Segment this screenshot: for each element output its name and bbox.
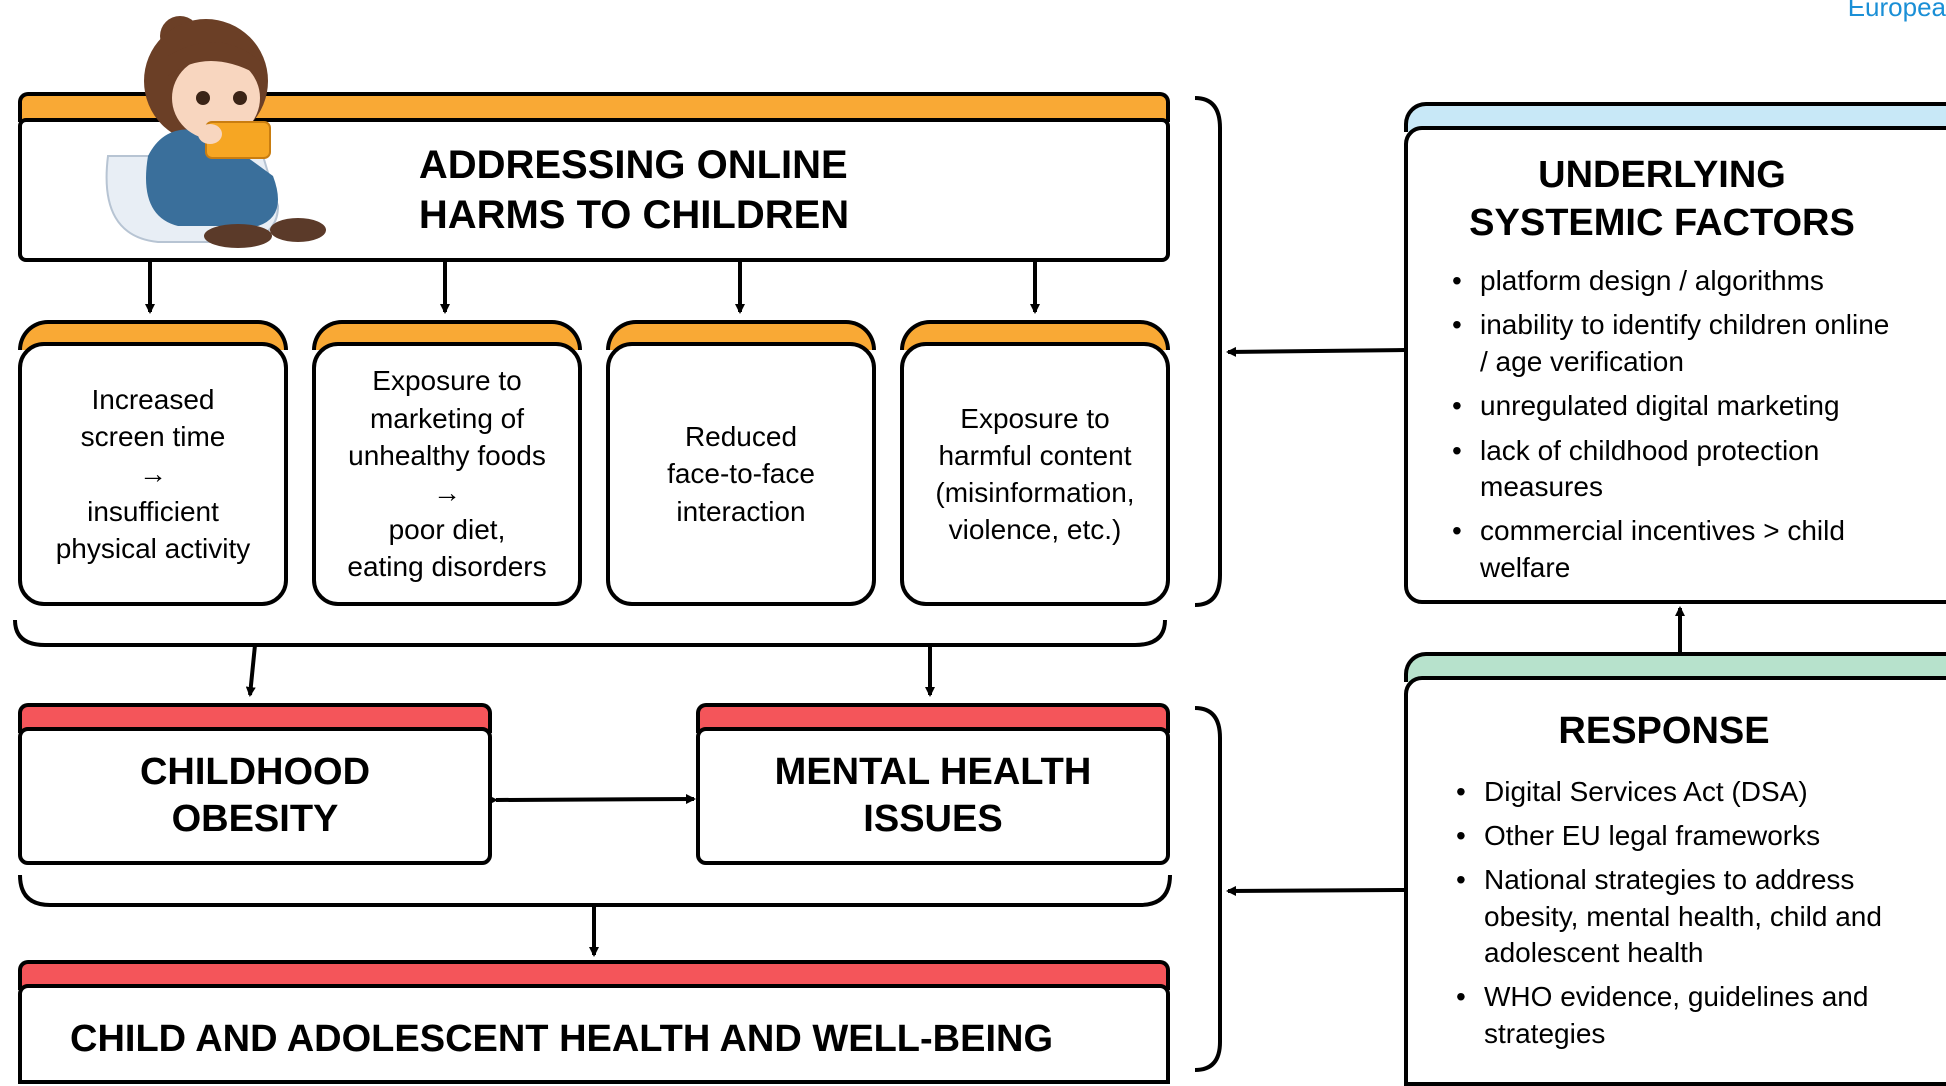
response-title: RESPONSE [1558,710,1770,752]
main-title: ADDRESSING ONLINE HARMS TO CHILDREN [419,140,849,240]
factor-item: commercial incentives > child welfare [1448,513,1896,586]
factor-item: lack of childhood protection measures [1448,433,1896,506]
obesity-line-2: OBESITY [171,798,339,840]
response-panel: RESPONSE Digital Services Act (DSA) Othe… [1404,676,1946,1086]
main-title-line-1: ADDRESSING ONLINE [418,143,848,187]
factors-title-line-2: SYSTEMIC FACTORS [1469,201,1855,244]
harm-2-line-3: unhealthy foods [348,439,546,471]
harm-2-line-5: poor diet, [388,514,506,546]
factor-item: inability to identify children online / … [1448,307,1896,380]
child-with-smartphone-illustration [105,16,326,248]
outcome-mental-health: MENTAL HEALTH ISSUES [696,727,1170,865]
harm-2-line-2: marketing of [369,402,525,434]
harm-1-line-5: physical activity [55,532,251,564]
factor-item: platform design / algorithms [1448,263,1896,300]
factor-item: unregulated digital marketing [1448,388,1896,425]
bottom-right-brace [1194,706,1222,1072]
harm-1-line-3: → [138,458,167,490]
obesity-line-1: CHILDHOOD [139,750,371,793]
harm-card-interaction: Reduced face-to-face interaction [606,342,876,606]
mental-line-2: ISSUES [863,798,1003,840]
mental-line-1: MENTAL HEALTH [774,750,1092,793]
harm-3-line-2: face-to-face [667,458,815,490]
harm-4-line-2: harmful content [938,439,1132,471]
harm-card-screen-time: Increased screen time → insufficient phy… [18,342,288,606]
factors-title: UNDERLYING SYSTEMIC FACTORS [1448,152,1876,247]
harm-2-line-6: eating disorders [347,551,547,583]
underlying-factors-panel: UNDERLYING SYSTEMIC FACTORS platform des… [1404,126,1946,604]
top-right-brace [1194,96,1222,607]
harm-2-line-1: Exposure to [372,365,522,397]
factors-title-line-1: UNDERLYING [1538,154,1786,196]
corner-org-text: Europea [1847,0,1946,22]
harm-4-line-1: Exposure to [960,402,1110,434]
response-list: Digital Services Act (DSA) Other EU lega… [1452,774,1936,1061]
harm-4-line-4: violence, etc.) [948,514,1122,546]
harm-card-marketing: Exposure to marketing of unhealthy foods… [312,342,582,606]
factors-list: platform design / algorithms inability t… [1448,263,1936,594]
harm-1-line-4: insufficient [87,495,219,527]
harm-card-harmful-content: Exposure to harmful content (misinformat… [900,342,1170,606]
arrow-to-obesity [245,644,257,697]
arrow-factors-to-harms [1226,346,1406,357]
harm-3-line-3: interaction [676,495,806,527]
response-item: Digital Services Act (DSA) [1452,774,1896,811]
response-item: WHO evidence, guidelines and strategies [1452,979,1896,1052]
response-item: National strategies to address obesity, … [1452,862,1896,971]
final-outcome-box: CHILD AND ADOLESCENT HEALTH AND WELL-BEI… [18,984,1170,1084]
harm-2-line-4: → [432,477,461,508]
outcome-childhood-obesity: CHILDHOOD OBESITY [18,727,492,865]
outcomes-brace [18,874,1172,907]
harm-4-line-3: (misinformation, [935,477,1135,508]
harms-brace [13,619,1167,647]
main-title-line-2: HARMS TO CHILDREN [418,193,850,237]
response-item: Other EU legal frameworks [1452,818,1896,855]
harm-1-line-2: screen time [80,421,226,453]
arrow-obesity-mental [487,794,696,806]
harm-3-line-1: Reduced [684,421,798,453]
final-outcome-title: CHILD AND ADOLESCENT HEALTH AND WELL-BEI… [70,1018,1054,1060]
arrow-response-to-outcomes [1226,885,1406,896]
harm-1-line-1: Increased [91,383,215,415]
